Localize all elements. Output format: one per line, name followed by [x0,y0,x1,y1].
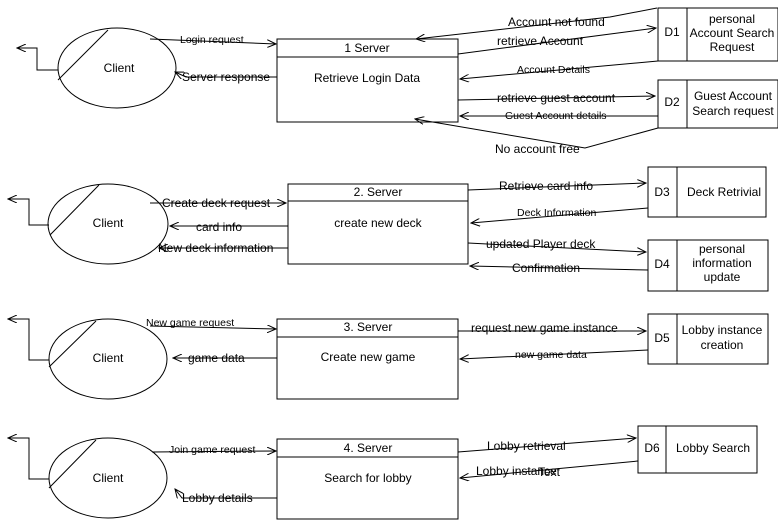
store-name-line: Search request [692,104,774,118]
client-label: Client [104,61,135,75]
client-label: Client [93,471,124,485]
flow-arrow [467,242,646,252]
process-4[interactable]: 4. Server Search for lobby [276,438,459,520]
store-name-line: Lobby Search [676,441,750,455]
flow-arrow [460,349,649,359]
store-name-line: update [704,270,741,284]
flow-arrow [415,119,659,149]
flow-label: Lobby instance [476,464,557,478]
store-name-line: Account Search [690,26,775,40]
store-name-line: Deck Retrivial [687,185,761,199]
flow-label: Create deck request [162,196,271,210]
store-name-line: personal [709,12,755,26]
data-store-d3[interactable]: D3 Deck Retrivial [647,166,767,218]
process-title: 1 Server [344,41,389,55]
flow-arrow [467,183,646,191]
flow-arrow [457,96,655,101]
flow-label: No account free [495,142,580,156]
process-body: create new deck [334,216,422,230]
flow-label: New deck information [158,241,273,255]
flow-label: request new game instance [471,321,618,335]
flow-label: Deck Information [517,207,597,219]
flow-label: retrieve Account [497,34,584,48]
flow-label: Join game request [169,444,255,456]
store-id: D2 [664,95,680,109]
store-name-line: Request [710,40,755,54]
flow-label: Retrieve card info [499,179,593,193]
process-body: Create new game [321,350,416,364]
client-exit-arrow [17,48,58,71]
data-store-d6[interactable]: D6 Lobby Search [637,425,758,474]
client-exit-arrow [8,199,49,226]
client-label: Client [93,351,124,365]
flow-arrow [460,60,659,79]
store-id: D6 [644,441,660,455]
flow-arrow [149,326,276,329]
data-store-d4[interactable]: D4 personal information update [647,239,769,292]
store-name-line: information [692,256,751,270]
flow-label: retrieve guest account [497,91,616,105]
process-3[interactable]: 3. Server Create new game [276,318,459,400]
flow-arrow [460,460,639,478]
flow-label: Confirmation [512,261,580,275]
client-label: Client [93,216,124,230]
client-entity-3[interactable]: Client [48,318,168,400]
store-id: D5 [654,331,670,345]
flow-label: Account not found [508,15,605,29]
flow-label: updated Player deck [486,237,596,251]
flow-label: new game data [515,349,587,361]
client-entity-2[interactable]: Client [47,183,169,265]
flow-label-login-request: Login request [180,34,244,46]
flow-arrow [457,28,656,55]
flow-arrow [151,451,276,452]
store-name-line: Lobby instance [682,323,763,337]
flow-arrow [175,72,277,77]
process-2[interactable]: 2. Server create new deck [287,183,469,265]
store-name-line: Guest Account [694,89,773,103]
flow-label-server-response: Server response [182,70,270,84]
process-title: 3. Server [344,320,393,334]
flow-label: Account Details [517,64,590,76]
client-entity-4[interactable]: Client [48,437,168,519]
flow-label-text-overlap: Text [538,465,561,479]
client-entity-1[interactable]: Client [57,27,177,109]
flow-label: Lobby retrieval [487,439,566,453]
process-body: Retrieve Login Data [314,71,420,85]
data-store-d1[interactable]: D1 personal Account Search Request [657,7,778,62]
row-1: Client 1 Server Retrieve Login Data Logi… [17,7,778,156]
store-name-line: personal [699,242,745,256]
flow-arrow [457,438,636,453]
row-2: Client 2. Server create new deck Create … [8,166,769,292]
store-id: D4 [654,257,670,271]
process-body: Search for lobby [324,471,411,485]
process-1[interactable]: 1 Server Retrieve Login Data [276,38,459,123]
flow-label: New game request [146,317,234,329]
process-title: 2. Server [354,185,403,199]
client-exit-arrow [8,438,49,480]
flow-arrow [470,266,649,271]
flow-arrow [175,489,277,498]
flow-arrow [471,207,649,223]
flow-label: game data [188,351,245,365]
data-store-d5[interactable]: D5 Lobby instance creation [647,313,769,365]
store-id: D1 [664,25,680,39]
flow-label: card info [196,220,242,234]
client-exit-arrow [8,319,49,361]
process-title: 4. Server [344,441,393,455]
store-id: D3 [654,185,670,199]
flow-label: Lobby details [182,491,253,505]
flow-label: Guest Account details [505,110,607,122]
row-3: Client 3. Server Create new game New gam… [8,313,769,400]
flow-arrow [416,7,658,39]
data-store-d2[interactable]: D2 Guest Account Search request [657,79,778,129]
row-4: Client 4. Server Search for lobby Join g… [8,425,758,520]
store-name-line: creation [701,338,744,352]
flow-arrow [149,38,276,44]
